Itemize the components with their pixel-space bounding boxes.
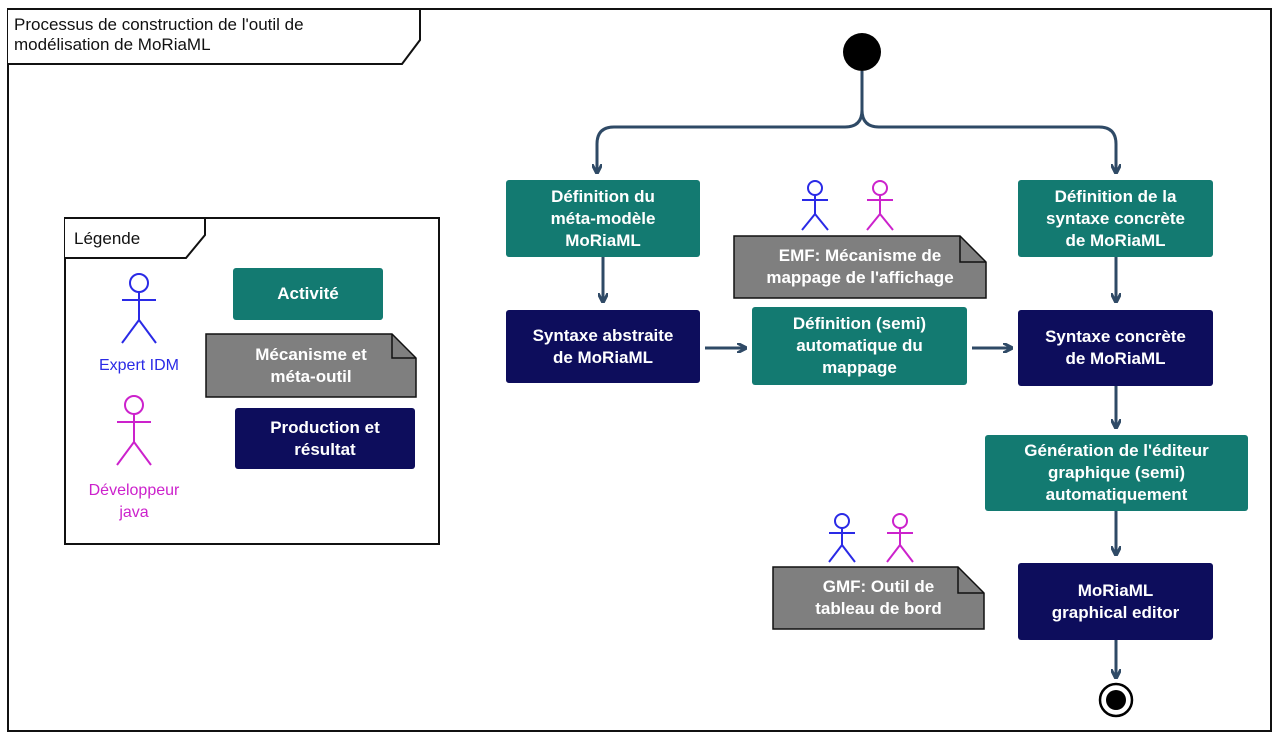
node-syntaxe-concrete-label: Syntaxe concrète de MoRiaML [1045,327,1186,368]
node-definition-semi-automatique-label: Définition (semi) automatique du mappage [792,314,927,377]
gmf-expert-actor-icon [828,513,856,563]
node-generation-editeur-label: Génération de l'éditeur graphique (semi)… [1024,441,1209,504]
node-syntaxe-abstraite: Syntaxe abstraite de MoRiaML [506,310,700,383]
legend-mechanism-note: Mécanisme et méta-outil [206,334,416,397]
gmf-note-label: GMF: Outil de tableau de bord [815,577,942,618]
legend-mechanism-label: Mécanisme et méta-outil [255,344,367,386]
legend-developer-actor-icon [116,395,152,466]
emf-note: EMF: Mécanisme de mappage de l'affichage [734,236,986,298]
emf-developer-actor-icon [866,180,894,231]
legend-expert-label: Expert IDM [98,357,179,374]
node-definition-syntaxe-concrete-label: Définition de la syntaxe concrète de MoR… [1046,186,1185,250]
gmf-developer-actor-icon [886,513,914,563]
frame-title-tab [8,8,421,65]
node-definition-syntaxe-concrete: Définition de la syntaxe concrète de MoR… [1018,180,1213,257]
node-moriaml-graphical-editor: MoRiaML graphical editor [1018,563,1213,640]
gmf-note-shape [772,566,985,630]
node-syntaxe-abstraite-label: Syntaxe abstraite de MoRiaML [532,325,674,367]
legend-production-label: Production et résultat [270,417,380,459]
diagram-frame [7,8,1272,732]
emf-expert-actor-icon [801,180,829,231]
node-generation-editeur: Génération de l'éditeur graphique (semi)… [985,435,1248,511]
node-syntaxe-concrete: Syntaxe concrète de MoRiaML [1018,310,1213,386]
legend-expert-actor-icon [121,273,157,344]
emf-note-shape [733,235,987,299]
node-definition-meta-modele-label: Définition du méta-modèle MoRiaML [550,186,656,250]
legend-title: Légende [74,229,141,248]
fork-arrow-left [597,71,864,172]
start-node [843,33,881,71]
legend-title-tab [65,217,206,259]
legend-production-box: Production et résultat [235,408,415,469]
fork-arrow-right [860,109,1116,172]
gmf-note: GMF: Outil de tableau de bord [773,567,984,629]
legend-activity-box: Activité [233,268,383,320]
node-definition-semi-automatique: Définition (semi) automatique du mappage [752,307,967,385]
legend-developer-label: Développeur java [88,482,180,521]
legend-activity-label: Activité [277,284,339,303]
diagram-title: Processus de construction de l'outil de … [14,15,304,54]
legend-note-shape [205,333,417,398]
node-moriaml-graphical-editor-label: MoRiaML graphical editor [1051,580,1180,622]
emf-note-label: EMF: Mécanisme de mappage de l'affichage [766,246,954,287]
node-definition-meta-modele: Définition du méta-modèle MoRiaML [506,180,700,257]
